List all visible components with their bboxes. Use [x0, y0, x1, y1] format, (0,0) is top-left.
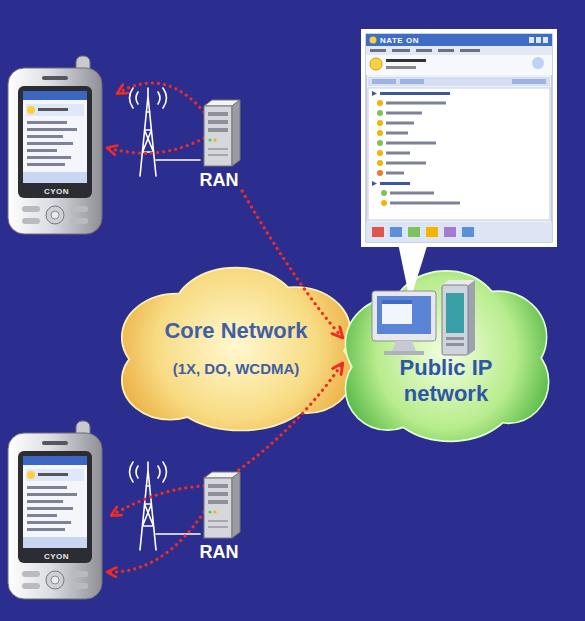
- cloud-label: Public IP network: [376, 355, 516, 407]
- ran-node: RAN: [186, 470, 252, 563]
- window-title: NATE ON: [380, 36, 419, 46]
- cloud-node: Public IP network: [342, 265, 550, 445]
- ran-node: RAN: [186, 98, 252, 191]
- ran-server-icon: [186, 98, 252, 170]
- mobile-phone: [8, 421, 102, 599]
- node-label: RAN: [200, 170, 239, 191]
- node-label: RAN: [200, 542, 239, 563]
- brand-name: CYON: [44, 552, 69, 562]
- brand-name: CYON: [44, 187, 69, 197]
- cloud-label: Core Network: [164, 318, 307, 344]
- messenger-screenshot: [361, 29, 557, 247]
- ran-server-icon: [186, 470, 252, 542]
- cloud-label: (1X, DO, WCDMA): [173, 360, 300, 378]
- mobile-phone: [8, 56, 102, 234]
- cell-tower: [130, 88, 201, 176]
- cloud-shape: [118, 262, 354, 434]
- cell-tower: [130, 462, 201, 550]
- cloud-node: Core Network (1X, DO, WCDMA): [118, 262, 354, 434]
